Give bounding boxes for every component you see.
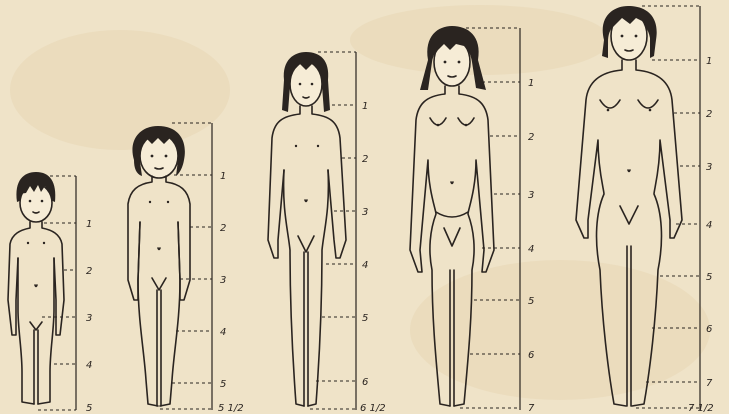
tick-label: 1 [86,219,92,230]
tick-label: 3 [528,190,534,201]
tick-label: 7 [706,378,713,389]
tick-label: 2 [528,132,534,143]
tick-label: 2 [220,223,226,234]
tick-label: 7 1/2 [688,403,714,414]
tick-label: 4 [86,360,92,371]
tick-label: 2 [706,109,712,120]
tick-label: 4 [528,244,534,255]
tick-label: 4 [220,327,226,338]
tick-label: 3 [220,275,226,286]
tick-label: 7 [528,403,535,414]
tick-label: 5 [362,313,368,324]
tick-label: 3 [362,207,368,218]
tick-label: 6 [362,377,368,388]
tick-label: 1 [220,171,226,182]
tick-label: 5 [86,403,92,414]
tick-label: 3 [86,313,92,324]
tick-label: 5 [706,272,712,283]
tick-label: 5 [220,379,226,390]
tick-label: 4 [706,220,712,231]
tick-label: 1 [528,78,534,89]
tick-label: 6 1/2 [360,403,386,414]
tick-label: 4 [362,260,368,271]
tick-label: 6 [706,324,712,335]
tick-label: 2 [86,266,92,277]
tick-label: 1 [362,101,368,112]
tick-label: 2 [362,154,368,165]
tick-label: 1 [706,56,712,67]
tick-label: 5 1/2 [218,403,244,414]
tick-label: 6 [528,350,534,361]
tick-label: 3 [706,162,712,173]
tick-label: 5 [528,296,534,307]
